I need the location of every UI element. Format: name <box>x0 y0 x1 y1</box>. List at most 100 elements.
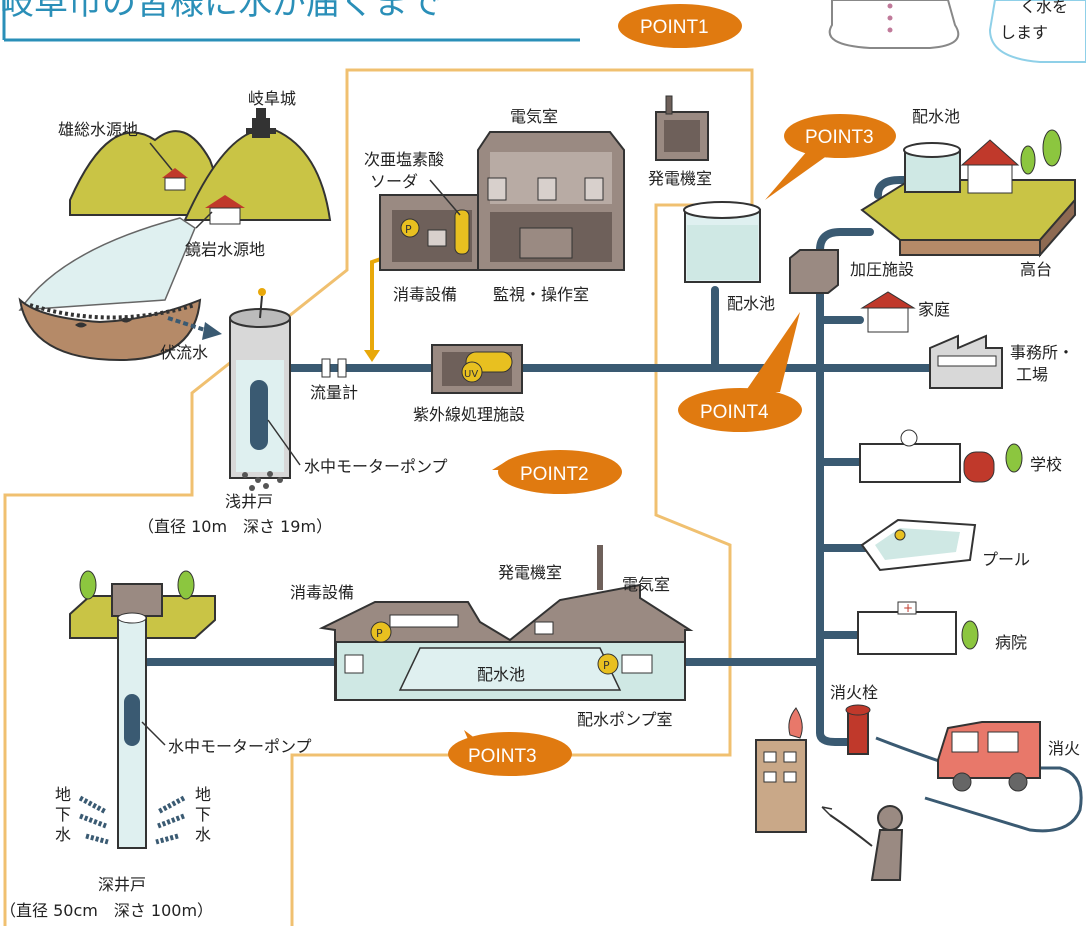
house-kagami <box>205 195 245 225</box>
uv-facility: UV <box>431 344 523 394</box>
hill-plateau <box>860 129 1076 258</box>
label-reservoir-bottom: 配水池 <box>477 665 525 684</box>
fire-truck-icon <box>937 721 1041 792</box>
label-deep-well: 深井戸 <box>98 875 146 894</box>
school-icon <box>859 429 1023 483</box>
hydrant-icon <box>845 704 871 755</box>
pump-mark-bottom: P <box>603 659 610 672</box>
source-hills <box>18 128 332 362</box>
label-disinfection-bottom: 消毒設備 <box>290 583 354 602</box>
label-uv-facility: 紫外線処理施設 <box>413 405 525 424</box>
label-groundwater-left-1: 地 <box>55 785 71 804</box>
label-booster: 加圧施設 <box>850 260 914 279</box>
label-pump-room: 配水ポンプ室 <box>577 710 673 729</box>
hospital-cross-icon: + <box>903 601 913 615</box>
point2-badge: POINT2 <box>492 450 622 494</box>
point3-bottom-text: POINT3 <box>468 746 537 767</box>
label-electric-room-top: 電気室 <box>510 107 558 126</box>
pipe-hill-reservoir <box>874 176 914 199</box>
chlorine-arrow <box>364 350 380 362</box>
pipe-booster-up <box>816 228 874 254</box>
label-submersible-top: 水中モーターポンプ <box>304 457 448 476</box>
booster-icon <box>789 249 839 294</box>
label-electric-room-bottom: 電気室 <box>622 575 670 594</box>
point1-text: POINT1 <box>640 17 709 38</box>
label-school: 学校 <box>1030 455 1062 474</box>
bubble-text-2: します <box>1000 23 1048 42</box>
label-groundwater-right-2: 下 <box>195 805 211 824</box>
firefighter-icon <box>821 805 904 881</box>
point1-badge: POINT1 <box>618 4 742 48</box>
label-groundwater-right-1: 地 <box>195 785 211 804</box>
page-title: 岐阜市の皆様に水が届くまで <box>0 0 442 23</box>
label-generator-room-top: 発電機室 <box>648 169 712 188</box>
point2-text: POINT2 <box>520 464 589 485</box>
label-sodium-2: ソーダ <box>370 172 418 191</box>
mid-reservoir <box>683 201 761 283</box>
generator-room-top-icon <box>655 95 709 161</box>
label-monitor-room: 監視・操作室 <box>493 285 589 304</box>
speech-bubble: く水を します <box>988 0 1086 63</box>
label-office-1: 事務所・ <box>1010 343 1074 362</box>
label-hill: 高台 <box>1020 260 1052 279</box>
uv-mark: UV <box>464 369 478 380</box>
leader-kagami <box>195 211 213 229</box>
pump-mark-top: P <box>405 223 412 236</box>
label-submersible-bottom: 水中モーターポンプ <box>168 737 312 756</box>
bubble-text-1: く水を <box>1020 0 1068 16</box>
point3-bottom-badge: POINT3 <box>448 730 572 776</box>
castle-icon <box>246 108 276 138</box>
label-home: 家庭 <box>918 300 950 319</box>
house-oso <box>162 168 188 191</box>
hospital-icon: + <box>857 601 979 655</box>
home-icon <box>860 291 916 333</box>
zone-outline <box>3 68 754 926</box>
underflow-arrow <box>167 316 222 340</box>
label-disinfection-top: 消毒設備 <box>393 285 457 304</box>
pump-plant-bottom: P P <box>318 545 694 701</box>
label-office-2: 工場 <box>1016 365 1048 384</box>
distribution-main <box>816 246 852 746</box>
label-groundwater-right-3: 水 <box>195 825 211 844</box>
title-block: 岐阜市の皆様に水が届くまで <box>0 0 580 42</box>
deep-well <box>69 570 216 849</box>
label-generator-room-bottom: 発電機室 <box>498 563 562 582</box>
control-building: P <box>379 131 625 271</box>
pipe-deep-well <box>124 658 349 704</box>
shallow-well <box>229 288 291 491</box>
label-gifu-castle: 岐阜城 <box>248 89 296 108</box>
leader-sodium <box>429 179 461 216</box>
groundwater-arrows <box>78 795 186 845</box>
leader-oso <box>149 142 173 171</box>
label-sodium-1: 次亜塩素酸 <box>364 150 444 169</box>
label-firetruck: 消火 <box>1048 739 1080 758</box>
leader-submersible-top <box>267 419 301 466</box>
label-underflow: 伏流水 <box>160 343 208 362</box>
label-shallow-well-size: （直径 10m 深さ 19m） <box>138 517 332 536</box>
label-groundwater-left-3: 水 <box>55 825 71 844</box>
label-kagami-source: 鏡岩水源地 <box>185 240 265 259</box>
label-groundwater-left-2: 下 <box>55 805 71 824</box>
burning-building-icon <box>755 707 807 833</box>
leader-submersible-bottom <box>141 721 166 746</box>
pool-icon <box>860 518 977 572</box>
flow-meter-icon <box>321 358 347 378</box>
label-reservoir-hill: 配水池 <box>912 107 960 126</box>
point4-badge: POINT4 <box>678 312 802 432</box>
point3-top-badge: POINT3 <box>765 114 896 200</box>
label-hydrant: 消火栓 <box>830 683 878 702</box>
label-hospital: 病院 <box>995 633 1027 652</box>
label-deep-well-size: （直径 50cm 深さ 100m） <box>0 901 213 920</box>
pump-mark-disinfection: P <box>376 627 383 640</box>
mascot <box>828 0 960 49</box>
office-factory-icon <box>929 334 1003 389</box>
label-oso-source: 雄総水源地 <box>58 120 138 139</box>
label-shallow-well: 浅井戸 <box>225 492 273 511</box>
label-flow-meter: 流量計 <box>310 383 358 402</box>
point3-top-text: POINT3 <box>805 127 874 148</box>
label-reservoir-mid: 配水池 <box>727 294 775 313</box>
fire-hose <box>875 736 1083 833</box>
label-pool: プール <box>982 550 1030 569</box>
